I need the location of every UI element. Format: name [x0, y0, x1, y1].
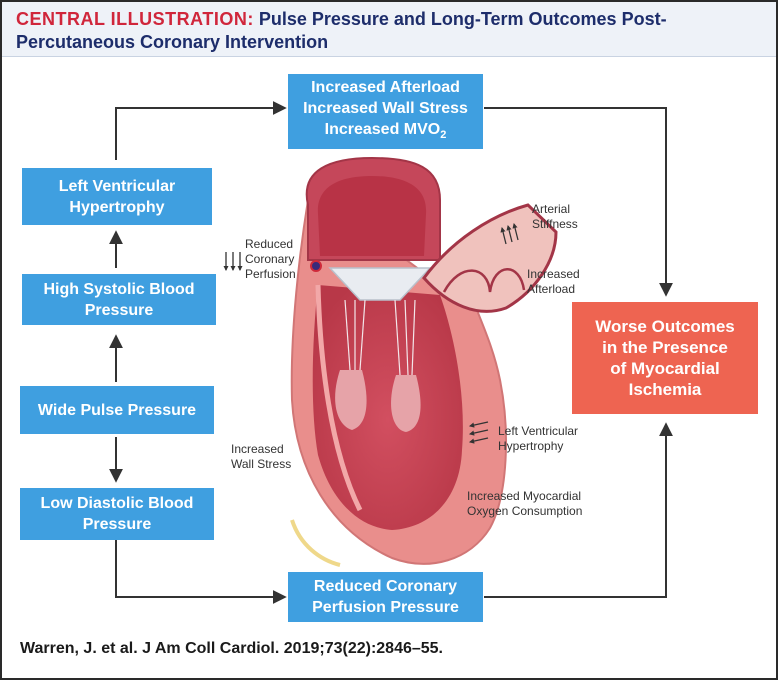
label-reduced-coronary-perfusion: Reduced Coronary Perfusion: [245, 237, 296, 281]
label-increased-afterload: Increased Afterload: [527, 267, 580, 296]
coronary-ostium: [310, 260, 322, 272]
mitral-valve: [328, 267, 432, 301]
citation: Warren, J. et al. J Am Coll Cardiol. 201…: [20, 640, 443, 657]
figure-title: CENTRAL ILLUSTRATION: Pulse Pressure and…: [16, 8, 756, 54]
label-arterial-stiffness: Arterial Stiffness: [532, 202, 578, 231]
box-worse-outcomes: Worse Outcomes in the Presence of Myocar…: [572, 302, 758, 414]
chordae-tendineae: [344, 299, 416, 376]
papillary-muscle-right: [391, 375, 421, 432]
arrow-lvh-to-afterload: [115, 101, 287, 160]
figure-header: CENTRAL ILLUSTRATION: Pulse Pressure and…: [2, 2, 776, 57]
aortic-valve-cusps: [442, 268, 526, 293]
box-afterload: Increased Afterload Increased Wall Stres…: [288, 74, 483, 149]
septum-edge: [315, 284, 363, 512]
lvh-arrows: [468, 421, 489, 444]
reduced-perfusion-arrows: [223, 252, 243, 272]
mvo-subscript: 2: [440, 129, 447, 142]
box-lvh: Left Ventricular Hypertrophy: [22, 168, 212, 225]
heart-illustration: [290, 156, 558, 567]
papillary-muscle-left: [335, 370, 367, 430]
afterload-line-1: Increased Afterload: [311, 78, 460, 96]
afterload-line-2: Increased Wall Stress: [303, 99, 468, 117]
root-inner: [317, 176, 427, 256]
afterload-line-3: Increased MVO2: [325, 119, 447, 146]
arrow-low-dbp-to-cpp: [115, 540, 287, 604]
arrow-cpp-to-worse: [484, 422, 673, 598]
fat-pad: [290, 519, 341, 567]
ventricle-cavity: [312, 285, 463, 530]
label-lv-hypertrophy: Left Ventricular Hypertrophy: [498, 424, 579, 453]
box-reduced-cpp: Reduced Coronary Perfusion Pressure: [288, 572, 483, 622]
label-mvo2: Increased Myocardial Oxygen Consumption: [467, 489, 583, 518]
box-wide-pp: Wide Pulse Pressure: [20, 386, 214, 434]
title-lead: CENTRAL ILLUSTRATION:: [16, 9, 254, 29]
box-high-sbp: High Systolic Blood Pressure: [22, 274, 216, 325]
mvo-text: Increased MVO: [324, 120, 441, 138]
title-text: Pulse Pressure and Long-Term Outcomes Po…: [16, 9, 667, 52]
arrow-afterload-to-worse: [484, 107, 673, 297]
arterial-stiffness-arrows: [500, 222, 519, 245]
label-increased-wall-stress: Increased Wall Stress: [231, 442, 292, 471]
box-low-dbp: Low Diastolic Blood Pressure: [20, 488, 214, 540]
